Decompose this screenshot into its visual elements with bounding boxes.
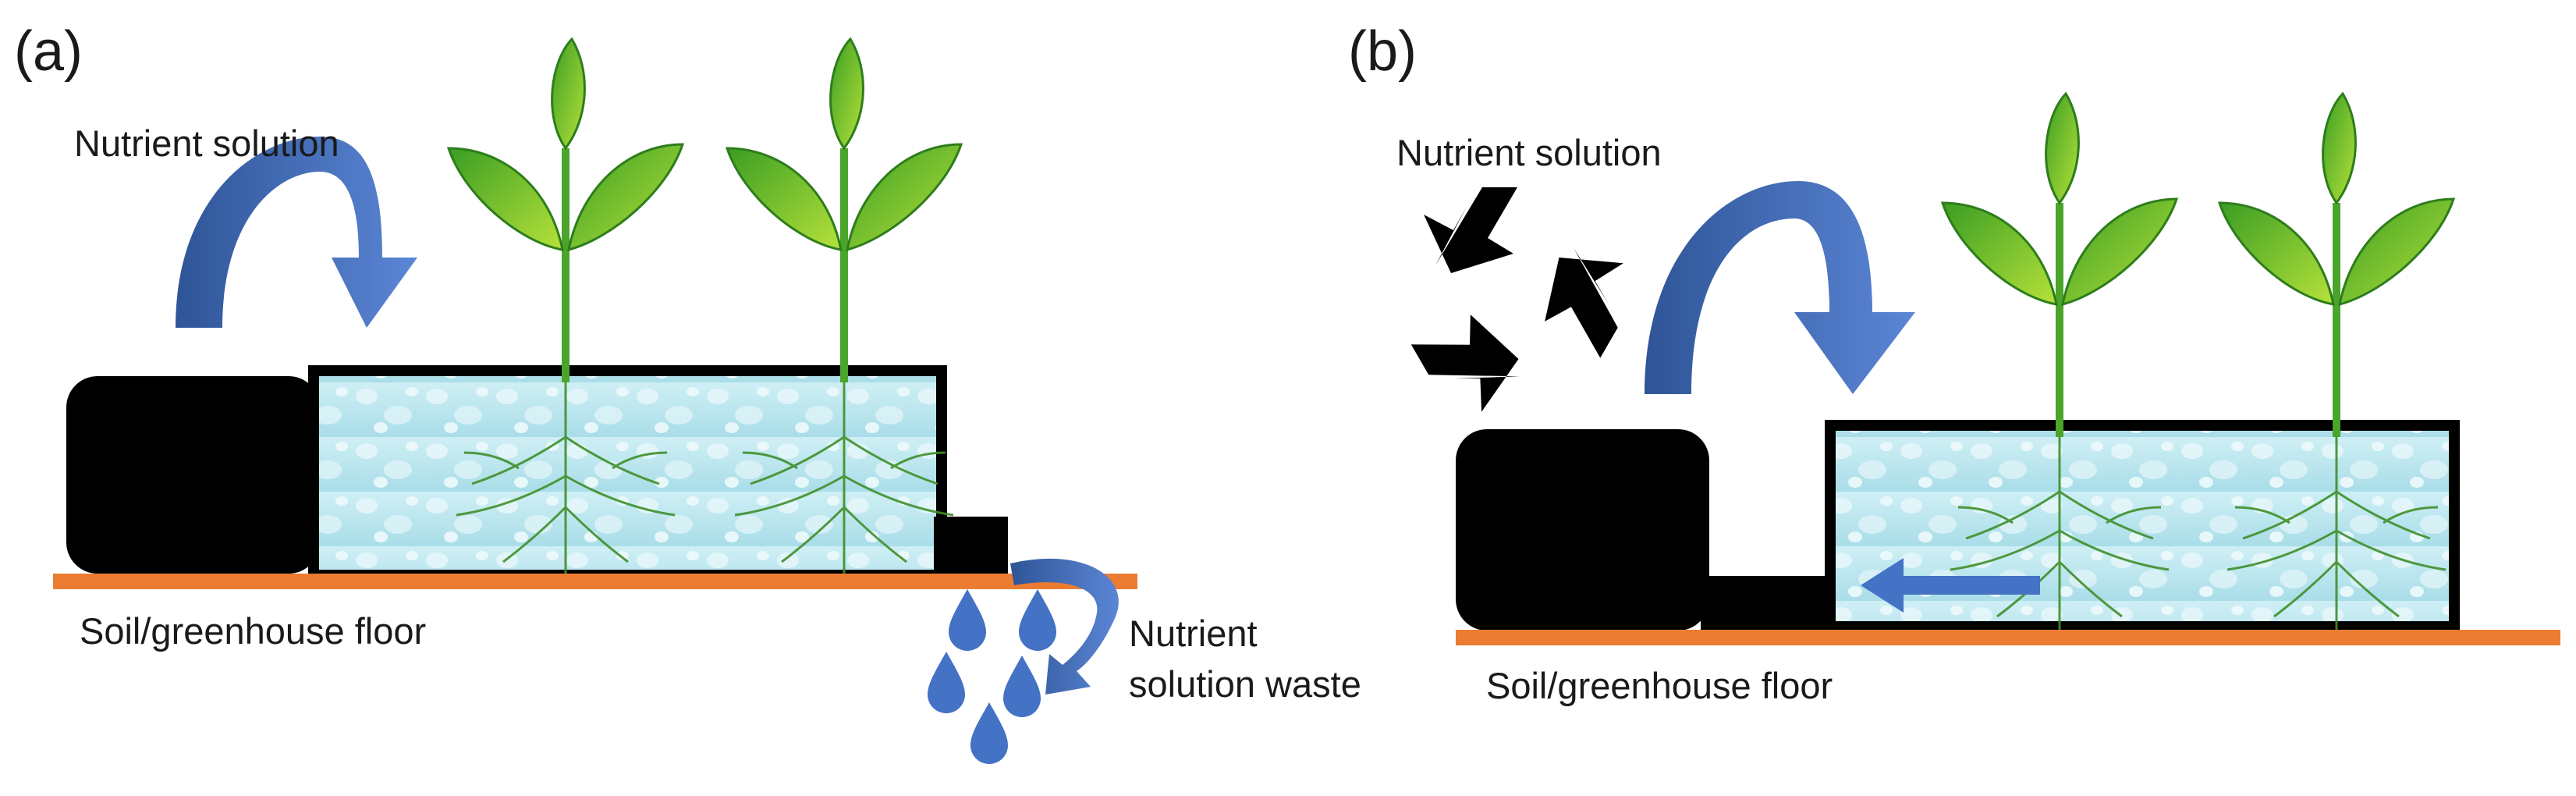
connector-pipe [1701,576,1833,631]
water-drop-icon [1003,656,1041,717]
floor-label: Soil/greenhouse floor [1486,665,1833,706]
outlet-block [934,517,1008,574]
reservoir-tank [1456,429,1709,631]
curved-arrow-icon [1010,558,1119,695]
curved-arrow-icon [1645,181,1915,394]
recycle-icon [1410,187,1623,412]
water-drop-icon [928,652,965,713]
water-drop-icon [1019,589,1056,651]
reservoir-tank [66,376,320,574]
waste-label-line1: Nutrient [1129,613,1258,654]
grow-tank [308,365,947,581]
floor-line [1456,630,2560,645]
water-drop-icon [970,702,1008,764]
water-drop-icon [949,589,986,651]
floor-label: Soil/greenhouse floor [80,610,426,652]
curved-arrow-icon [176,137,417,328]
inflow-label: Nutrient solution [1396,132,1662,173]
floor-line [53,574,1137,589]
return-arrow-icon [1861,558,2040,613]
waste-label-line2: solution waste [1129,663,1361,705]
inflow-label: Nutrient solution [74,123,339,164]
panel-a-letter: (a) [14,20,83,83]
grow-tank [1825,420,2460,632]
panel-b-letter: (b) [1348,20,1417,83]
